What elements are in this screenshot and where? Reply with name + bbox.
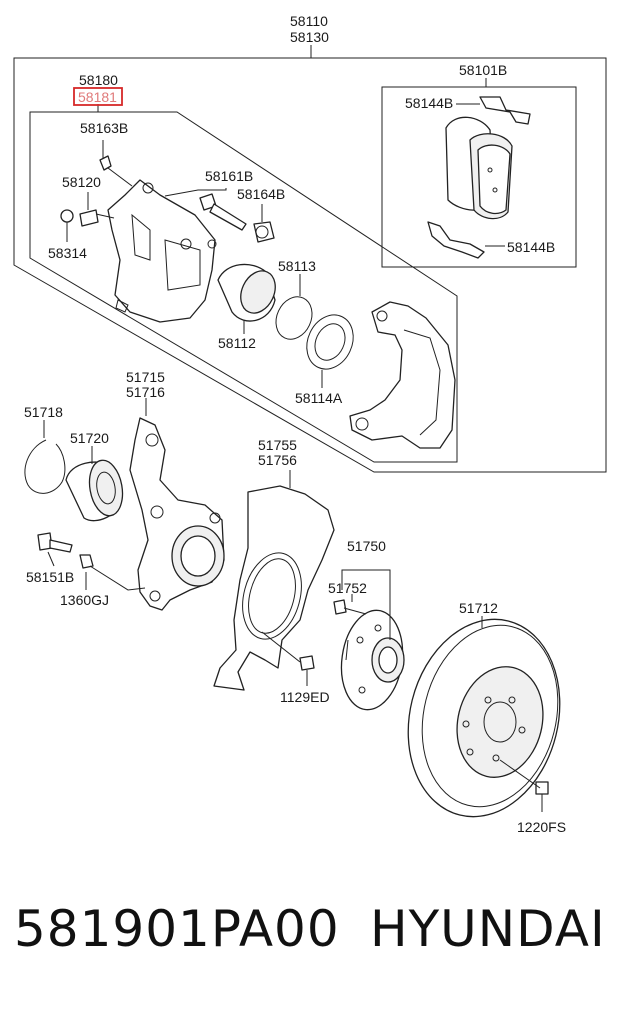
label-51718: 51718 [24, 404, 63, 420]
label-58314: 58314 [48, 245, 87, 261]
label-51712: 51712 [459, 600, 498, 616]
highlight-box-58181 [73, 87, 123, 106]
piston-58112 [217, 263, 276, 334]
brake-pads [445, 116, 513, 220]
label-58144B-bottom: 58144B [507, 239, 555, 255]
brake-rotor-51712 [407, 616, 561, 818]
bolt-58151B [37, 532, 73, 567]
label-58112: 58112 [218, 335, 256, 351]
exploded-parts-diagram: 58110 58130 58180 58181 58101B 58144B 58… [13, 13, 607, 835]
stud-51752 [333, 594, 367, 615]
label-51716: 51716 [126, 384, 165, 400]
label-58114A: 58114A [295, 390, 343, 406]
label-51720: 51720 [70, 430, 109, 446]
label-58120: 58120 [62, 174, 101, 190]
dust-shield-51755 [213, 470, 335, 691]
label-58163B: 58163B [80, 120, 128, 136]
bolt-58163B [99, 140, 133, 187]
cap-58314 [60, 209, 74, 242]
brand-text: HYUNDAI [370, 900, 606, 958]
label-58101B: 58101B [459, 62, 507, 78]
label-1220FS: 1220FS [517, 819, 566, 835]
steering-knuckle [129, 398, 225, 611]
caliper-body [107, 179, 217, 323]
bolt-1129ED [261, 631, 315, 686]
label-58164B: 58164B [237, 186, 285, 202]
footer: 581901PA00 HYUNDAI [0, 900, 622, 990]
label-1129ED: 1129ED [280, 689, 330, 705]
caliper-carrier [349, 301, 456, 449]
label-1360GJ: 1360GJ [60, 592, 109, 608]
label-51755: 51755 [258, 437, 297, 453]
label-58180: 58180 [79, 72, 118, 88]
caliper-frame-58180 [29, 111, 458, 463]
wheel-bearing-51720 [65, 446, 124, 522]
pad-clip-bottom [427, 221, 485, 259]
label-51750: 51750 [347, 538, 386, 554]
snap-ring-51718 [24, 420, 66, 494]
screw-1220FS [499, 759, 549, 812]
dust-boot-58114A [306, 314, 354, 388]
guide-pin-58161B [164, 188, 247, 231]
assembly-frame-58110 [13, 57, 607, 473]
pad-kit-frame-58101B [381, 86, 577, 268]
nut-1360GJ [79, 554, 146, 591]
label-58181-highlighted[interactable]: 58181 [78, 89, 117, 105]
label-58130: 58130 [290, 29, 329, 45]
label-58161B: 58161B [205, 168, 253, 184]
label-51715: 51715 [126, 369, 165, 385]
label-51756: 51756 [258, 452, 297, 468]
label-58151B: 58151B [26, 569, 74, 585]
bleeder-58120 [79, 192, 115, 227]
label-58110: 58110 [290, 13, 328, 29]
part-number-text: 581901PA00 [14, 900, 340, 958]
label-58113: 58113 [278, 258, 316, 274]
pad-clip-top [479, 96, 531, 125]
boot-58164B [253, 204, 275, 243]
label-51752: 51752 [328, 580, 367, 596]
seal-58113 [275, 274, 313, 340]
hub-51750 [340, 569, 405, 711]
label-58144B-top: 58144B [405, 95, 453, 111]
